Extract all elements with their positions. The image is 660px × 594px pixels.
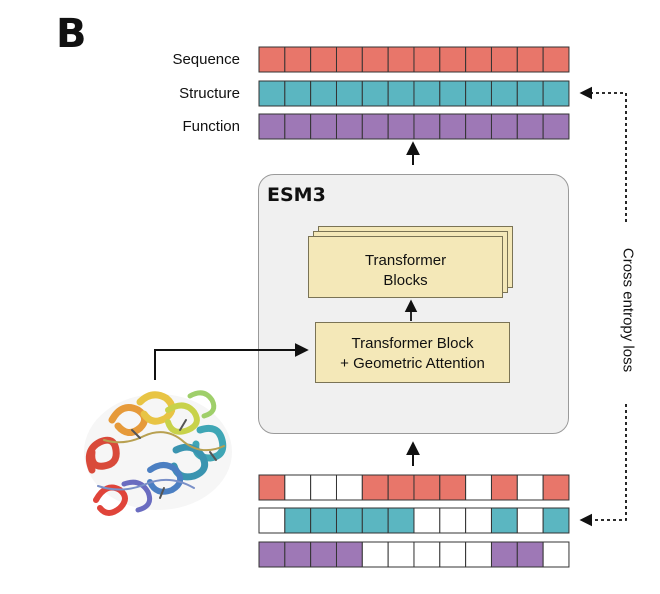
- output-structure-track: [258, 80, 570, 107]
- output-structure-cell: [361, 80, 389, 107]
- input-sequence-cell: [284, 474, 312, 501]
- output-sequence-cell: [542, 46, 570, 73]
- input-sequence-cell: [516, 474, 544, 501]
- input-structure-cell: [439, 507, 467, 534]
- input-sequence-cell: [439, 474, 467, 501]
- output-function-cell: [413, 113, 441, 140]
- input-sequence-cell: [490, 474, 518, 501]
- output-function-cell: [284, 113, 312, 140]
- output-sequence-cell: [516, 46, 544, 73]
- sequence-track-label: Sequence: [172, 51, 240, 68]
- input-structure-cell: [516, 507, 544, 534]
- output-sequence-cell: [284, 46, 312, 73]
- function-track-label: Function: [182, 118, 240, 135]
- output-sequence-track: [258, 46, 570, 73]
- output-sequence-cell: [310, 46, 337, 73]
- input-sequence-cell: [542, 474, 570, 501]
- output-function-cell: [387, 113, 415, 140]
- output-structure-cell: [516, 80, 544, 107]
- output-sequence-cell: [361, 46, 389, 73]
- output-function-cell: [258, 113, 286, 140]
- input-sequence-cell: [387, 474, 415, 501]
- structure-to-attention-arrow: [154, 343, 309, 380]
- output-function-cell: [516, 113, 544, 140]
- input-sequence-cell: [335, 474, 363, 501]
- loss-arrow-bottom: [579, 404, 627, 527]
- input-structure-cell: [490, 507, 518, 534]
- output-sequence-cell: [387, 46, 415, 73]
- output-structure-cell: [310, 80, 337, 107]
- input-sequence-cell: [465, 474, 492, 501]
- output-sequence-cell: [335, 46, 363, 73]
- input-structure-cell: [542, 507, 570, 534]
- input-sequence-cell: [413, 474, 441, 501]
- input-function-cell: [335, 541, 363, 568]
- input-function-cell: [310, 541, 337, 568]
- output-function-cell: [542, 113, 570, 140]
- output-structure-cell: [465, 80, 492, 107]
- output-function-cell: [439, 113, 467, 140]
- output-function-cell: [361, 113, 389, 140]
- output-structure-cell: [258, 80, 286, 107]
- transformer-blocks-line2: Blocks: [383, 272, 428, 289]
- esm3-title: ESM3: [267, 184, 326, 206]
- output-function-cell: [310, 113, 337, 140]
- input-structure-track: [258, 507, 570, 534]
- panel-label: B: [56, 11, 87, 57]
- input-function-cell: [542, 541, 570, 568]
- structure-track-label: Structure: [179, 85, 240, 102]
- output-structure-cell: [542, 80, 570, 107]
- input-structure-cell: [310, 507, 337, 534]
- input-function-cell: [387, 541, 415, 568]
- input-sequence-track: [258, 474, 570, 501]
- output-function-cell: [335, 113, 363, 140]
- protein-structure-image: [84, 390, 232, 516]
- input-structure-cell: [465, 507, 492, 534]
- geometric-attention-block: [315, 322, 510, 383]
- input-function-cell: [284, 541, 312, 568]
- transformer-blocks-box: [308, 236, 503, 298]
- input-structure-cell: [335, 507, 363, 534]
- output-structure-cell: [284, 80, 312, 107]
- input-function-cell: [516, 541, 544, 568]
- output-structure-cell: [439, 80, 467, 107]
- input-structure-cell: [413, 507, 441, 534]
- input-function-cell: [465, 541, 492, 568]
- input-structure-cell: [387, 507, 415, 534]
- geometric-attention-block-line1: Transformer Block: [351, 335, 474, 352]
- output-structure-cell: [335, 80, 363, 107]
- output-sequence-cell: [258, 46, 286, 73]
- output-structure-cell: [387, 80, 415, 107]
- input-function-cell: [361, 541, 389, 568]
- input-structure-cell: [361, 507, 389, 534]
- output-function-track: [258, 113, 570, 140]
- loss-arrow-top: [579, 86, 627, 222]
- transformer-blocks-line1: Transformer: [364, 252, 447, 269]
- output-function-cell: [465, 113, 492, 140]
- output-sequence-cell: [413, 46, 441, 73]
- input-function-cell: [413, 541, 441, 568]
- input-sequence-cell: [361, 474, 389, 501]
- input-function-cell: [490, 541, 518, 568]
- input-sequence-cell: [310, 474, 337, 501]
- input-function-cell: [258, 541, 286, 568]
- output-function-cell: [490, 113, 518, 140]
- input-structure-cell: [258, 507, 286, 534]
- output-sequence-cell: [439, 46, 467, 73]
- output-sequence-cell: [490, 46, 518, 73]
- output-structure-cell: [413, 80, 441, 107]
- input-structure-cell: [284, 507, 312, 534]
- geometric-attention-block-line2: + Geometric Attention: [340, 355, 485, 372]
- output-structure-cell: [490, 80, 518, 107]
- input-function-cell: [439, 541, 467, 568]
- input-function-track: [258, 541, 570, 568]
- output-sequence-cell: [465, 46, 492, 73]
- input-sequence-cell: [258, 474, 286, 501]
